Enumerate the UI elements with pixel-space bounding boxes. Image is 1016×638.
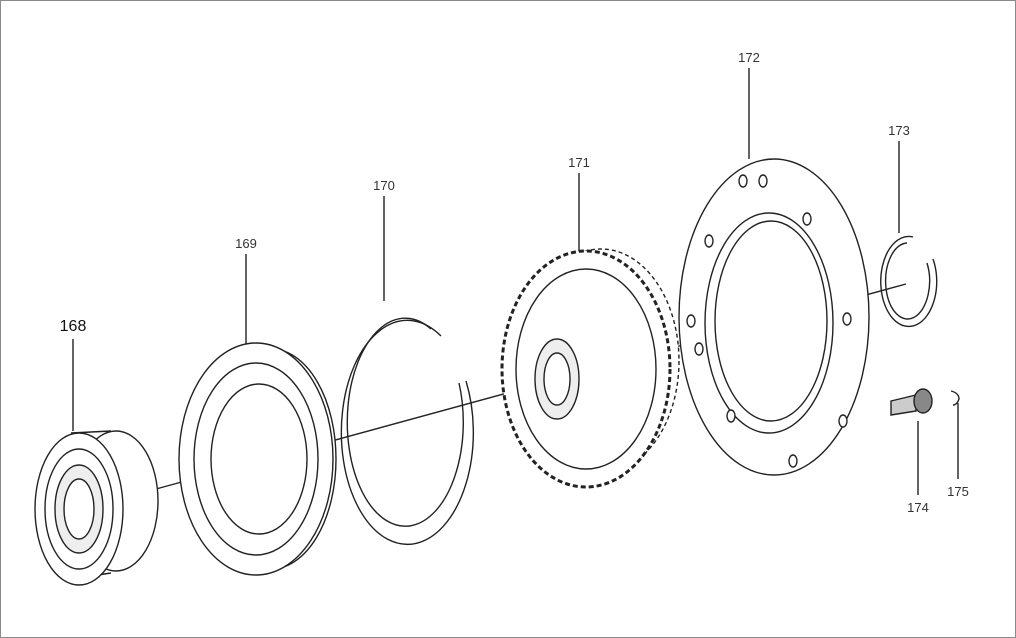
part-170-snap-ring <box>340 317 475 546</box>
part-label-171: 171 <box>568 155 590 170</box>
part-168-sleeve <box>34 430 159 586</box>
part-169-ring <box>178 342 337 576</box>
part-172-flange-plate <box>678 158 870 476</box>
part-label-170: 170 <box>373 178 395 193</box>
part-171-gear <box>500 248 680 489</box>
part-label-174: 174 <box>907 500 929 515</box>
part-175-clip <box>950 390 960 406</box>
part-label-175: 175 <box>947 484 969 499</box>
part-label-172: 172 <box>738 50 760 65</box>
part-label-173: 173 <box>888 123 910 138</box>
leader-lines <box>72 68 959 495</box>
part-label-169: 169 <box>235 236 257 251</box>
part-label-168: 168 <box>59 318 87 335</box>
part-173-circlip <box>880 235 938 328</box>
part-174-bolt <box>890 388 933 416</box>
